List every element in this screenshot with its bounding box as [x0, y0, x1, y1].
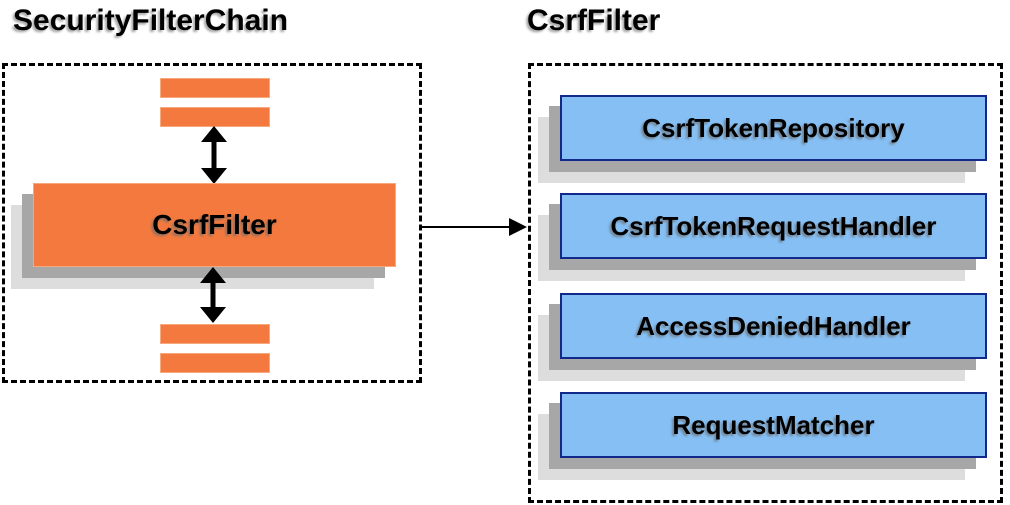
csrf-filter-box: CsrfFilter	[33, 183, 396, 267]
component-box-request-matcher: RequestMatcher	[560, 392, 987, 458]
security-filter-chain-title: SecurityFilterChain	[13, 4, 289, 37]
arrow-up-icon	[201, 126, 227, 142]
arrow-down-icon	[200, 307, 226, 323]
component-box-csrf-token-repository: CsrfTokenRepository	[560, 95, 987, 161]
arrow-shaft	[210, 280, 216, 310]
arrow-shaft	[211, 139, 217, 171]
filter-chain-bar-bottom-2	[160, 353, 270, 373]
component-box-csrf-token-request-handler: CsrfTokenRequestHandler	[560, 193, 987, 259]
flow-arrow	[422, 218, 527, 236]
component-label: AccessDeniedHandler	[636, 310, 911, 341]
component-label: CsrfTokenRepository	[642, 112, 905, 143]
component-label: CsrfTokenRequestHandler	[610, 210, 937, 241]
filter-chain-bar-top-2	[160, 107, 270, 127]
component-box-access-denied-handler: AccessDeniedHandler	[560, 293, 987, 359]
arrow-right-icon	[509, 218, 527, 236]
component-label: RequestMatcher	[672, 409, 875, 440]
filter-chain-bar-bottom-1	[160, 324, 270, 344]
security-filter-chain-container	[2, 63, 422, 383]
bidirectional-arrow-bottom	[200, 267, 226, 323]
arrow-shaft	[422, 226, 511, 228]
filter-chain-bar-top-1	[160, 78, 270, 98]
bidirectional-arrow-top	[201, 126, 227, 184]
csrf-filter-container	[528, 63, 1003, 503]
csrf-filter-box-label: CsrfFilter	[152, 209, 277, 240]
arrow-up-icon	[200, 267, 226, 283]
csrf-filter-title: CsrfFilter	[527, 4, 661, 37]
arrow-down-icon	[201, 168, 227, 184]
